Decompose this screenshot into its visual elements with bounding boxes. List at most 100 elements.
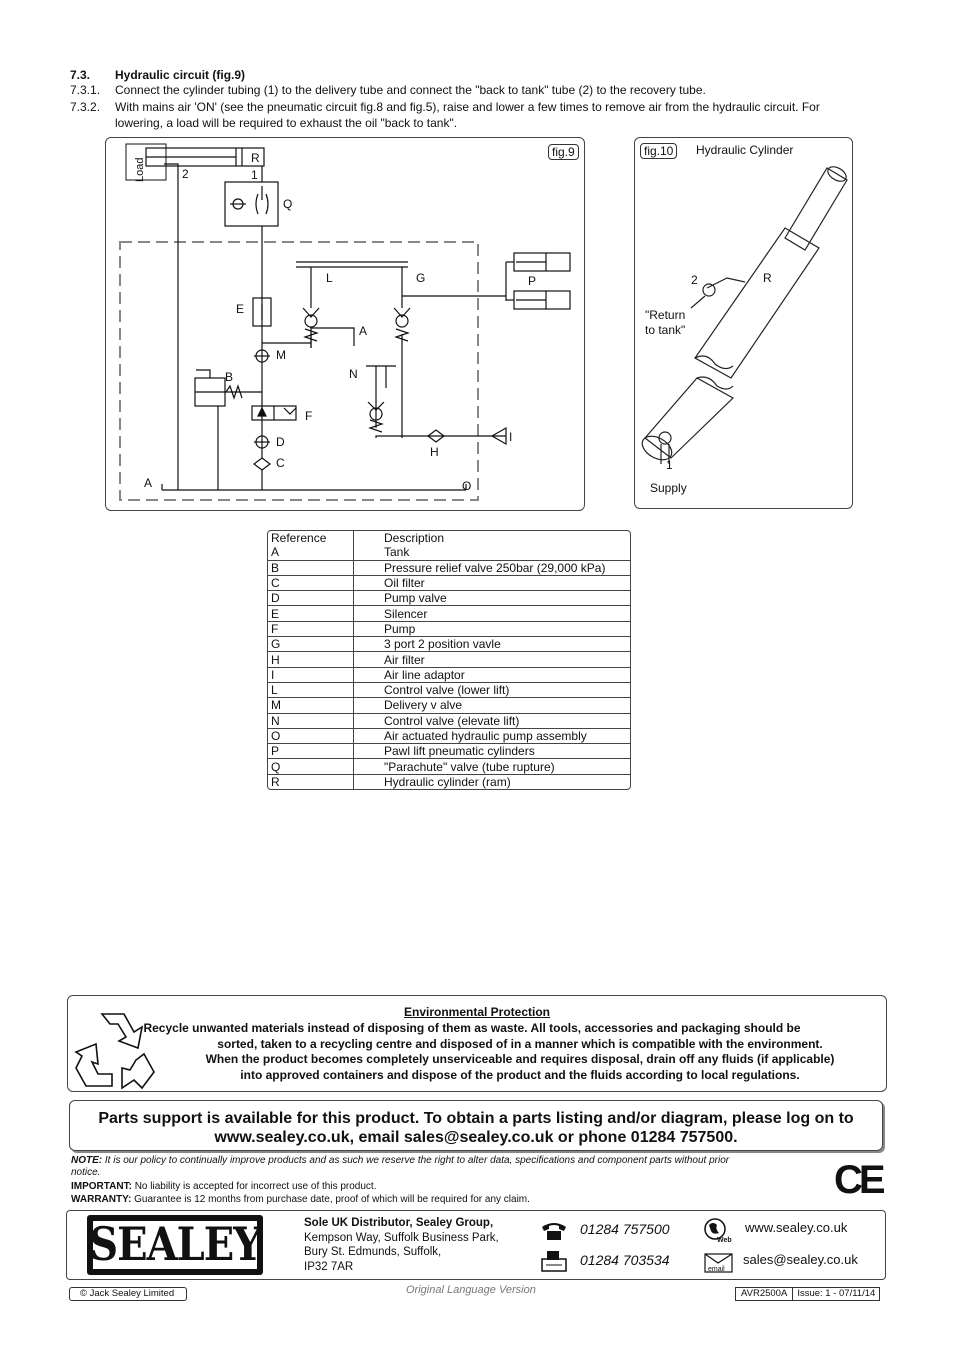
phone-number: 01284 757500 [580, 1221, 670, 1237]
description-cell: Air filter [353, 651, 630, 668]
step-number: 7.3.1. [70, 83, 101, 97]
label-p: P [528, 274, 537, 288]
address-line: Bury St. Edmunds, Suffolk, [304, 1246, 442, 1258]
description-cell: 3 port 2 position vavle [353, 636, 630, 653]
reference-cell: G [268, 636, 354, 653]
issue-date: Issue: 1 - 07/11/14 [797, 1288, 876, 1299]
parts-support-line: Parts support is available for this prod… [98, 1110, 854, 1127]
sealey-logo: SEALEY [87, 1215, 263, 1275]
reference-cell: A [268, 545, 354, 561]
label-a-tank: A [144, 476, 153, 490]
copyright: © Jack Sealey Limited [69, 1287, 187, 1301]
address-line: Kempson Way, Suffolk Business Park, [304, 1232, 499, 1244]
address-line: IP32 7AR [304, 1261, 354, 1273]
description-cell: Delivery v alve [353, 697, 630, 714]
description-cell: Pawl lift pneumatic cylinders [353, 743, 630, 760]
warranty-body: Guarantee is 12 months from purchase dat… [131, 1194, 530, 1205]
return-to-tank-label: to tank" [645, 323, 686, 337]
reference-cell: B [268, 560, 354, 576]
warranty-label: WARRANTY: [71, 1194, 132, 1205]
note-label: NOTE: [71, 1155, 103, 1166]
warranty-text: WARRANTY: Guarantee is 12 months from pu… [71, 1194, 530, 1206]
circuit-schematic [119, 143, 571, 501]
description-cell: Control valve (lower lift) [353, 682, 630, 699]
label-g: G [416, 271, 426, 285]
reference-cell: F [268, 621, 354, 638]
parts-support-box: Parts support is available for this prod… [69, 1100, 883, 1151]
document-code-box: AVR2500A Issue: 1 - 07/11/14 [735, 1287, 881, 1301]
reference-cell: D [268, 590, 354, 607]
description-cell: Silencer [353, 605, 630, 622]
description-cell: Pump [353, 621, 630, 638]
environmental-title: Environmental Protection [403, 1005, 551, 1019]
label-f: F [305, 409, 313, 423]
environmental-line: Recycle unwanted materials instead of di… [143, 1021, 801, 1035]
label-o: O [462, 479, 472, 493]
fig10-ram-label: R [763, 271, 772, 285]
label-a-valve: A [359, 324, 368, 338]
reference-cell: H [268, 651, 354, 668]
step-text: With mains air 'ON' (see the pneumatic c… [115, 100, 820, 114]
description-cell: Pump valve [353, 590, 630, 607]
step-number: 7.3.2. [70, 100, 101, 114]
original-language-note: Original Language Version [406, 1284, 536, 1296]
reference-cell: I [268, 667, 354, 683]
note-text: NOTE: It is our policy to continually im… [71, 1155, 821, 1167]
reference-cell: N [268, 713, 354, 729]
footer-box: SEALEY Sole UK Distributor, Sealey Group… [66, 1210, 886, 1280]
important-text: IMPORTANT: No liability is accepted for … [71, 1181, 376, 1193]
label-n: N [349, 367, 358, 381]
important-body: No liability is accepted for incorrect u… [131, 1181, 377, 1192]
port-1-label: 1 [251, 168, 258, 182]
environmental-protection-box: Environmental Protection Recycle unwante… [67, 995, 887, 1092]
email-icon-label: email [708, 1266, 725, 1273]
label-l: L [326, 271, 333, 285]
description-cell: Control valve (elevate lift) [353, 713, 630, 729]
email-envelope-icon [704, 1253, 733, 1273]
parts-support-line: www.sealey.co.uk, email sales@sealey.co.… [214, 1129, 738, 1146]
label-b: B [225, 370, 234, 384]
environmental-line: sorted, taken to a recycling centre and … [217, 1036, 823, 1051]
label-m: M [276, 348, 286, 362]
telephone-icon [542, 1223, 566, 1240]
description-cell: "Parachute" valve (tube rupture) [353, 758, 630, 775]
environmental-text: Recycle unwanted materials instead of di… [143, 1021, 876, 1083]
note-text-cont: notice. [71, 1167, 101, 1178]
label-c: C [276, 456, 285, 470]
step-text: lowering, a load will be required to exh… [115, 116, 458, 130]
fig10-port-2: 2 [691, 273, 698, 287]
supply-label: Supply [650, 481, 687, 495]
reference-cell: O [268, 728, 354, 745]
port-2-label: 2 [182, 167, 189, 181]
fig10-title: Hydraulic Cylinder [696, 143, 794, 157]
description-cell: Air actuated hydraulic pump assembly [353, 728, 630, 745]
reference-cell: P [268, 743, 354, 760]
environmental-line: into approved containers and dispose of … [240, 1067, 800, 1082]
distributor: Sole UK Distributor, Sealey Group, [304, 1217, 494, 1229]
section-number: 7.3. [70, 68, 91, 82]
email-link[interactable]: sales@sealey.co.uk [743, 1252, 858, 1267]
description-cell: Oil filter [353, 575, 630, 592]
hydraulic-cylinder-figure: fig.10 Hydraulic Cylinder 2 R "Return to… [634, 137, 853, 509]
ram-label: R [251, 151, 260, 165]
recycle-icon [74, 1013, 155, 1090]
note-body: It is our policy to continually improve … [102, 1155, 730, 1166]
label-d: D [276, 435, 285, 449]
fig9-tag: fig.9 [548, 144, 579, 160]
website-link[interactable]: www.sealey.co.uk [745, 1220, 848, 1235]
web-globe-icon [704, 1218, 726, 1240]
